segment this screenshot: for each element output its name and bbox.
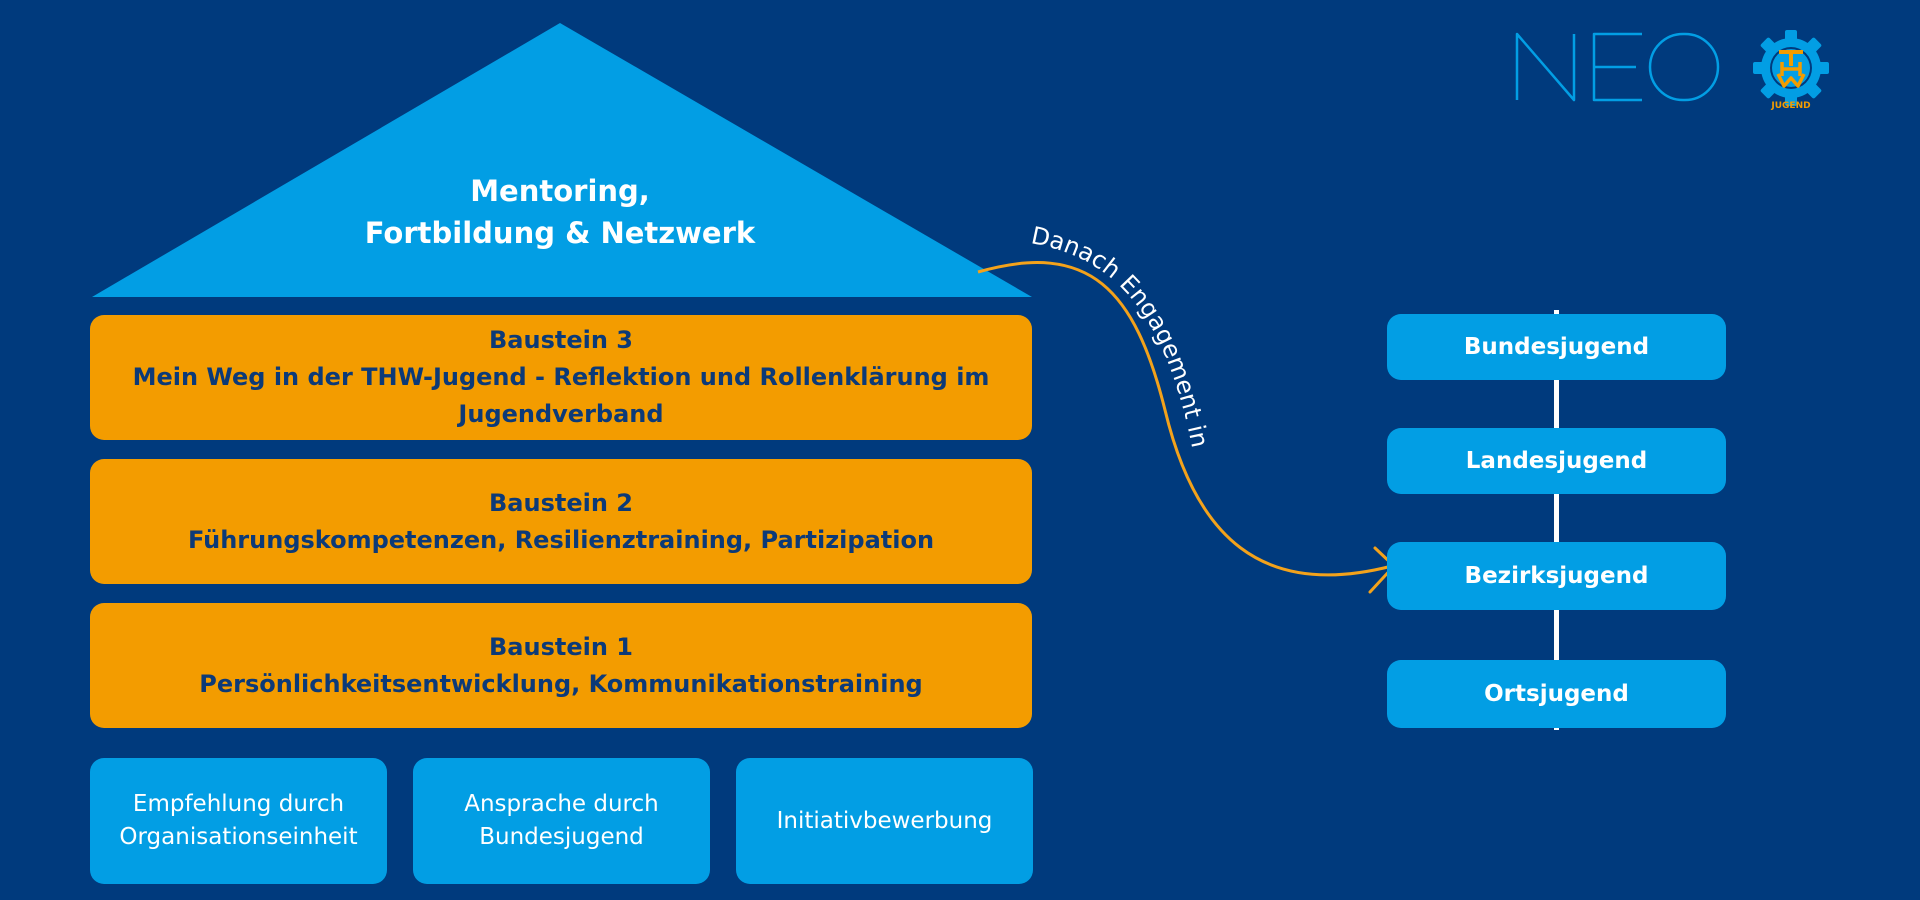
baustein-2-title: Baustein 2 xyxy=(489,488,633,517)
level-ortsjugend-label: Ortsjugend xyxy=(1484,681,1629,707)
baustein-1-title: Baustein 1 xyxy=(489,632,633,661)
entry-empfehlung: Empfehlung durch Organisationseinheit xyxy=(90,758,387,884)
entry-ansprache-line-2: Bundesjugend xyxy=(479,824,644,850)
level-bezirksjugend: Bezirksjugend xyxy=(1387,542,1726,610)
arrow-label: Danach Engagement in xyxy=(1029,221,1214,450)
entry-ansprache: Ansprache durch Bundesjugend xyxy=(413,758,710,884)
arrow-curve xyxy=(977,261,1393,577)
entry-empfehlung-line-2: Organisationseinheit xyxy=(119,824,358,850)
baustein-1-block: Baustein 1 Persönlichkeitsentwicklung, K… xyxy=(90,603,1032,728)
thw-jugend-logo: JUGEND xyxy=(1753,30,1829,110)
level-landesjugend: Landesjugend xyxy=(1387,428,1726,494)
level-landesjugend-label: Landesjugend xyxy=(1465,448,1648,474)
baustein-1-line-1: Persönlichkeitsentwicklung, Kommunikatio… xyxy=(199,669,923,698)
baustein-3-line-1: Mein Weg in der THW-Jugend - Reflektion … xyxy=(132,363,990,391)
baustein-2-line-1: Führungskompetenzen, Resilienztraining, … xyxy=(187,525,935,554)
neo-logo xyxy=(1515,32,1720,102)
baustein-2-block: Baustein 2 Führungskompetenzen, Resilien… xyxy=(90,459,1032,584)
levels-connector-line xyxy=(1554,310,1559,730)
entry-initiativ: Initiativbewerbung xyxy=(736,758,1033,884)
roof-title: Mentoring, Fortbildung & Netzwerk xyxy=(290,170,830,254)
thw-jugend-logo-text: JUGEND xyxy=(1770,101,1810,110)
entry-empfehlung-line-1: Empfehlung durch xyxy=(132,791,345,817)
entry-ansprache-line-1: Ansprache durch xyxy=(464,791,659,817)
roof-line-2: Fortbildung & Netzwerk xyxy=(364,216,756,250)
level-bezirksjugend-label: Bezirksjugend xyxy=(1464,563,1649,589)
arrow-label-text: Danach Engagement in xyxy=(1029,221,1214,450)
baustein-3-title: Baustein 3 xyxy=(489,326,633,354)
level-bundesjugend-label: Bundesjugend xyxy=(1463,334,1650,360)
entry-initiativ-line-1: Initiativbewerbung xyxy=(776,807,993,834)
baustein-3-block: Baustein 3 Mein Weg in der THW-Jugend - … xyxy=(90,315,1032,440)
roof-triangle xyxy=(92,23,1032,297)
baustein-3-line-2: Jugendverband xyxy=(458,400,664,428)
roof-line-1: Mentoring, xyxy=(470,174,650,208)
level-bundesjugend: Bundesjugend xyxy=(1387,314,1726,380)
level-ortsjugend: Ortsjugend xyxy=(1387,660,1726,728)
